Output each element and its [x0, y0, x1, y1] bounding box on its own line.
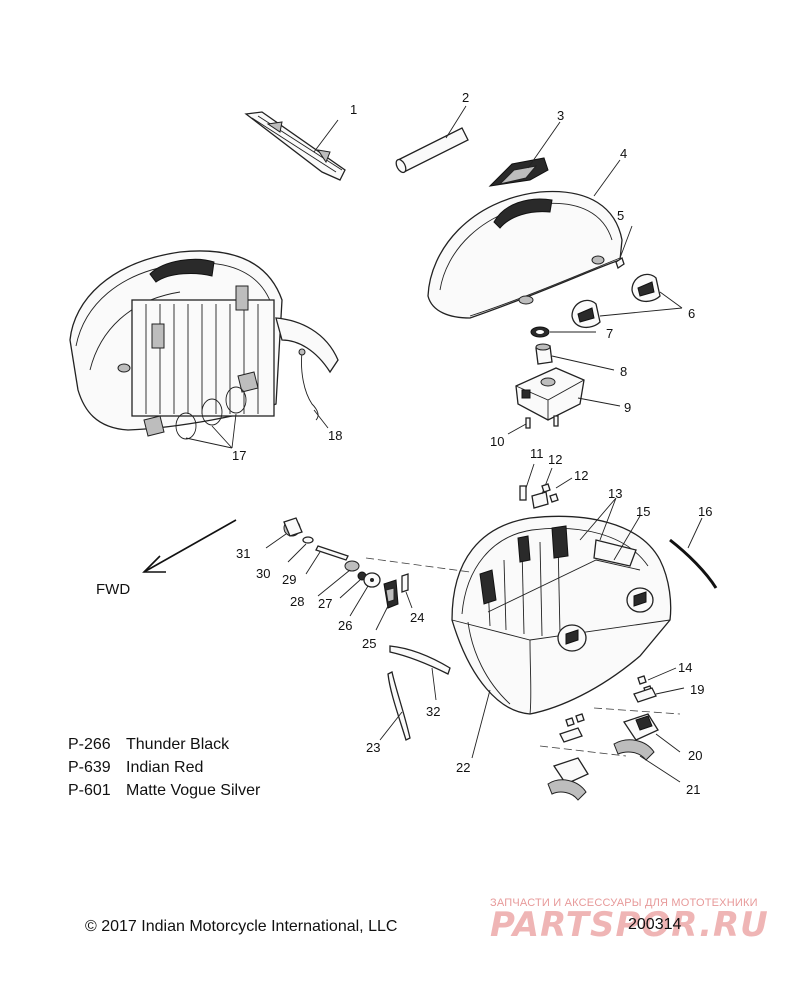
callout-18: 20: [688, 748, 702, 763]
callout-10: 12: [548, 452, 562, 467]
part-21-trim: [387, 671, 411, 741]
part-24-washer: [363, 572, 381, 588]
part-19-rubber-mount: [547, 739, 655, 801]
part-28-washer: [302, 536, 314, 544]
part-20-saddlebag: [451, 515, 672, 715]
part-3-screw: [615, 256, 625, 270]
part-26-spring: [344, 560, 360, 572]
legend-code: P-266: [68, 736, 111, 753]
part-8-screws: [525, 415, 559, 429]
callout-13: 15: [636, 504, 650, 519]
callout-21: 23: [366, 740, 380, 755]
legend-color-name: Indian Red: [126, 759, 204, 776]
fwd-arrow: [142, 519, 237, 573]
callout-32: 32: [426, 704, 440, 719]
callout-16: 18: [328, 428, 342, 443]
part-17-plate: [559, 687, 657, 743]
watermark-tagline: ЗАПЧАСТИ И АКСЕССУАРЫ ДЛЯ МОТОТЕХНИКИ: [490, 897, 758, 909]
part-5-washer: [530, 326, 550, 338]
callout-12-lower: 14: [678, 660, 692, 675]
part-27-shaft: [315, 545, 349, 561]
callout-20: 22: [456, 760, 470, 775]
part-29-cap: [283, 517, 303, 537]
callout-6: 8: [620, 364, 627, 379]
callout-15: 17: [232, 448, 246, 463]
part-2-lid: [427, 190, 623, 319]
callout-26: 28: [290, 594, 304, 609]
part-6-bushing: [535, 343, 553, 365]
watermark-logo: PARTSPOR.RU: [490, 905, 769, 945]
legend-color-name: Matte Vogue Silver: [126, 782, 261, 799]
part-30-trim-strip: [244, 111, 346, 181]
legend-color-name: Thunder Black: [126, 736, 230, 753]
callout-9: 11: [530, 446, 544, 461]
callout-5: 7: [606, 326, 613, 341]
part-10-clip: [531, 491, 549, 509]
part-4-latches: [571, 273, 661, 328]
callout-31: 2: [462, 90, 469, 105]
callout-12-upper: 13: [608, 486, 622, 501]
fwd-label: FWD: [96, 581, 130, 598]
part-22-pin: [401, 573, 409, 593]
legend-code: P-601: [68, 782, 111, 799]
part-31-seal: [395, 127, 469, 174]
callout-19: 21: [686, 782, 700, 797]
callout-14: 16: [698, 504, 712, 519]
part-15-saddlebag-inner: [69, 250, 339, 440]
callout-2: 4: [620, 146, 627, 161]
figure-number: 200314: [628, 916, 682, 933]
color-legend: P-266 Thunder Black P-639 Indian Red P-601…: [68, 733, 260, 802]
callout-30: 1: [350, 102, 357, 117]
part-32-trim: [389, 645, 451, 675]
callout-11: 12: [574, 468, 588, 483]
callout-29: 31: [236, 546, 250, 561]
callout-22: 24: [410, 610, 424, 625]
legend-row: P-266 Thunder Black: [68, 733, 260, 756]
callout-28: 30: [256, 566, 270, 581]
legend-code: P-639: [68, 759, 111, 776]
callout-1: 3: [557, 108, 564, 123]
part-18-bracket: [552, 713, 659, 785]
callout-17: 19: [690, 682, 704, 697]
part-16-cable: [298, 348, 319, 421]
legend-row: P-601 Matte Vogue Silver: [68, 779, 260, 802]
callout-23: 25: [362, 636, 376, 651]
part-1-emblem: [488, 157, 549, 187]
part-14-strip: [669, 538, 718, 589]
callout-3: 5: [617, 208, 624, 223]
callout-8: 10: [490, 434, 504, 449]
part-23-lock-cam: [383, 579, 399, 609]
part-11-screws: [541, 483, 559, 503]
callout-4: 6: [688, 306, 695, 321]
callout-7: 9: [624, 400, 631, 415]
part-9-pin: [519, 485, 527, 501]
callout-24: 26: [338, 618, 352, 633]
callout-25: 27: [318, 596, 332, 611]
part-7-latch-housing: [515, 367, 585, 421]
copyright-notice: © 2017 Indian Motorcycle International, …: [85, 918, 398, 935]
legend-row: P-639 Indian Red: [68, 756, 260, 779]
callout-27: 29: [282, 572, 296, 587]
